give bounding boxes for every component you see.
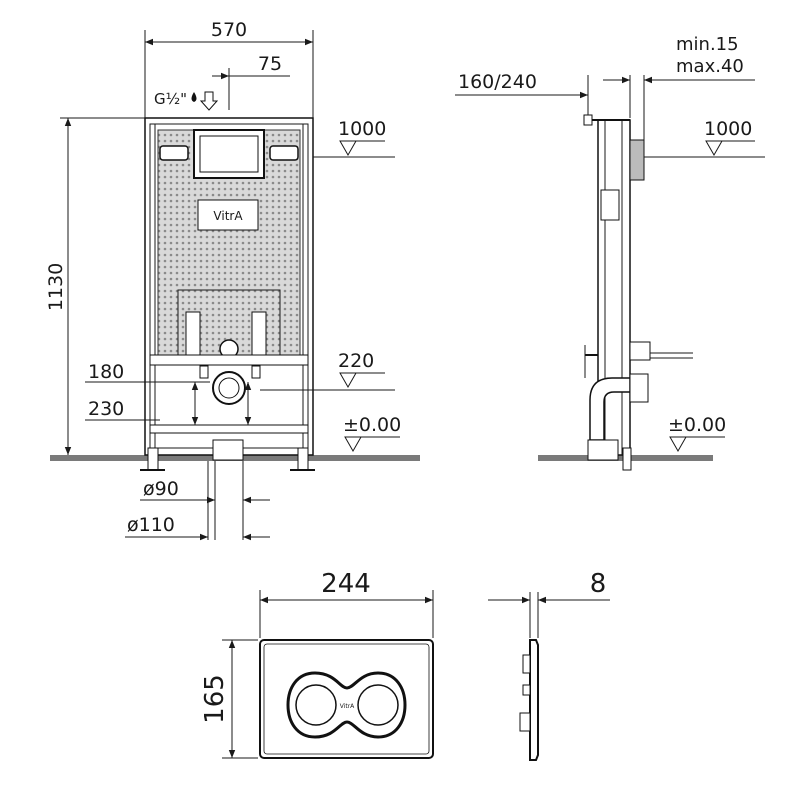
plate-height-label: 165 [200,674,230,724]
service-opening [193,129,265,179]
wall-min-label: min.15 [676,34,739,55]
side-flush-plate [629,139,645,181]
right-foot [297,447,309,471]
pipe-110-label: ø110 [127,514,175,536]
outlet-level-label: 220 [338,350,374,372]
plate-profile [529,639,539,761]
width-label: 570 [211,19,247,41]
depth-label: 160/240 [458,71,537,93]
height-label: 1130 [45,263,67,311]
front-flush-level-label: 1000 [338,118,386,140]
inlet-arrow-icon [199,91,219,111]
wall-max-label: max.40 [676,56,744,77]
flush-plate-front: VitrA 244 165 [200,569,434,759]
plate-thickness-label: 8 [590,569,607,599]
left-foot [147,447,159,471]
side-floor-level-label: ±0.00 [668,414,726,436]
large-flush-button [357,684,399,726]
outlet-230-label: 230 [88,398,124,420]
side-flush-level-label: 1000 [704,118,752,140]
pipe-90-label: ø90 [143,478,179,500]
inlet-offset-label: 75 [258,53,282,75]
outlet-180-label: 180 [88,361,124,383]
flush-plate-side: 8 [488,569,610,761]
flush-plate-logo: VitrA [340,703,355,710]
vitra-logo [197,199,259,231]
vitra-logo-text: VitrA [213,209,243,223]
front-floor-level-label: ±0.00 [343,414,401,436]
front-view: VitrA 570 75 G½" [45,19,420,541]
water-drop-icon [191,92,197,102]
side-view: 160/240 min.15 max.40 1000 ±0.00 [455,34,765,471]
inlet-thread-label: G½" [154,90,187,108]
plate-width-label: 244 [321,569,371,599]
small-flush-button [295,684,337,726]
